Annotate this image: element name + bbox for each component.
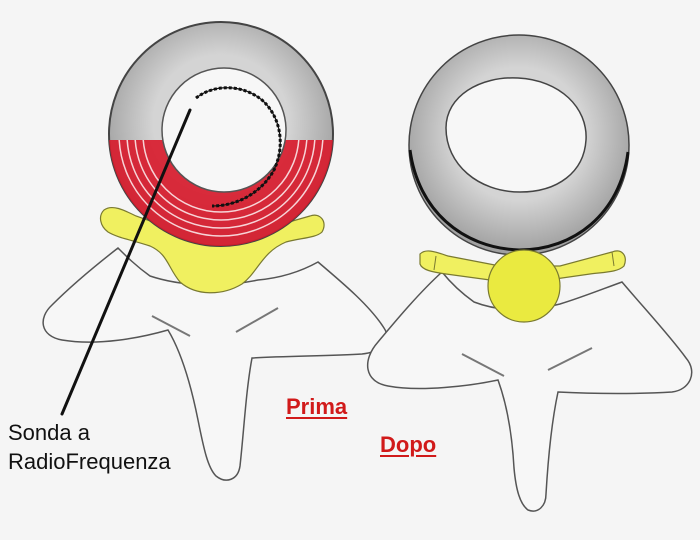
facet-mark xyxy=(151,315,191,337)
rf-probe xyxy=(60,108,192,416)
nucleus-after xyxy=(445,77,587,193)
before-label: Prima xyxy=(286,394,348,419)
after-label: Dopo xyxy=(380,432,437,457)
vertebra-before-arch xyxy=(42,247,388,481)
facet-mark xyxy=(461,353,505,377)
probe-label-line1: Sonda a xyxy=(8,420,90,445)
probe-label: Sonda a RadioFrequenza xyxy=(8,418,171,476)
facet-mark xyxy=(235,307,279,333)
probe-label-line2: RadioFrequenza xyxy=(8,449,171,474)
vertebra-after xyxy=(366,34,693,512)
facet-mark xyxy=(547,347,593,371)
vertebra-after-arch xyxy=(366,270,693,512)
nerve-ganglion xyxy=(487,249,561,323)
vertebra-before xyxy=(42,21,388,481)
nerve-root-after xyxy=(419,250,626,281)
nucleus-before xyxy=(161,67,287,193)
